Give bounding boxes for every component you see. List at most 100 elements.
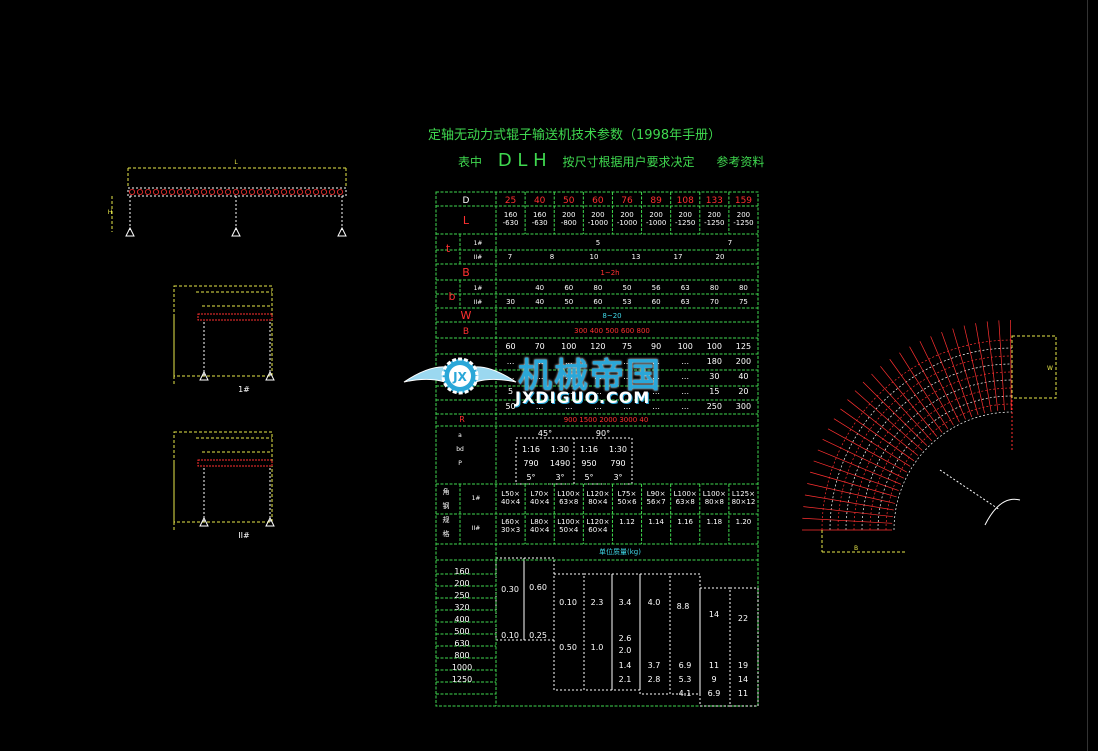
block-value: 250 (707, 402, 722, 411)
mass-value: 19 (738, 661, 748, 670)
radial-roller (807, 483, 896, 504)
block-value: ... (594, 387, 602, 396)
block-value: ... (594, 357, 602, 366)
mass-value: 0.50 (559, 643, 577, 652)
diameter-value: 40 (534, 196, 546, 206)
roller (216, 188, 223, 195)
bracket-label: 角 (443, 487, 450, 496)
roller (176, 188, 183, 195)
block-value: ... (565, 402, 573, 411)
radial-roller (817, 449, 902, 485)
sub-label-1: 1# (472, 495, 481, 502)
mass-value: 11 (709, 661, 719, 670)
roller (296, 188, 303, 195)
cell-line: L50× (501, 490, 520, 498)
roller (328, 188, 335, 195)
b-value: 53 (623, 298, 632, 306)
block-value: ... (681, 372, 689, 381)
diameter-value: 60 (592, 196, 604, 206)
row-label-L: L (463, 214, 470, 227)
mass-value: 0.10 (559, 598, 577, 607)
logo-badge-text: JX (452, 370, 467, 384)
b-value: 40 (535, 298, 544, 306)
cell-line: 1.20 (736, 518, 752, 526)
bracket-spec: L80×40×4 (530, 518, 550, 534)
length-value: 800 (454, 651, 469, 660)
cell-line: 200 (679, 211, 692, 219)
bracket-label: 钢 (443, 501, 450, 510)
mass-value: 6.9 (679, 661, 692, 670)
cell-line: 200 (562, 211, 575, 219)
roller-bar (197, 459, 273, 467)
cell-line: 80×12 (732, 498, 756, 506)
length-range: 200-1000 (588, 211, 608, 227)
t-value: 13 (632, 253, 641, 261)
table-border (435, 191, 759, 707)
radial-roller (975, 323, 992, 412)
roller (312, 188, 319, 195)
watermark-cn: 机械帝国 (518, 356, 662, 396)
roller (144, 188, 151, 195)
angle-value: 5° (526, 473, 535, 482)
bracket-spec: L75×50×6 (617, 490, 637, 506)
bracket-spec: L125×80×12 (732, 490, 756, 506)
length-value: 400 (454, 615, 469, 624)
roller (152, 188, 159, 195)
b-value: 80 (710, 284, 719, 292)
cell-line: L100× (557, 518, 580, 526)
length-range: 200-1000 (617, 211, 637, 227)
block-value: 75 (622, 342, 632, 351)
diameter-value: 108 (677, 196, 694, 206)
block-value: 70 (535, 342, 545, 351)
b-value: 60 (593, 298, 602, 306)
roller (264, 188, 271, 195)
section-view-label: II# (238, 531, 250, 540)
cell-line: 63×8 (559, 498, 578, 506)
radial-roller (986, 321, 999, 411)
cell-line: 1.14 (648, 518, 664, 526)
angle-value: 3° (555, 473, 564, 482)
block-value: ... (652, 372, 660, 381)
block-value: 100 (707, 342, 722, 351)
block-value: 40 (738, 372, 748, 381)
length-range: 200-1250 (675, 211, 695, 227)
height-label: H (108, 209, 113, 216)
diameter-value: 159 (735, 196, 752, 206)
row-label-R: R (459, 415, 465, 424)
block-value: ... (623, 402, 631, 411)
bracket-label: 格 (443, 529, 450, 538)
roller (272, 188, 279, 195)
block-value: 15 (709, 387, 719, 396)
row-label-B2: B (463, 327, 469, 337)
cell-line: L100× (557, 490, 580, 498)
bracket-spec: 1.12 (619, 518, 635, 526)
cell-line: 1.12 (619, 518, 635, 526)
diameter-value: 50 (563, 196, 575, 206)
radius-line (939, 469, 1001, 511)
cell-line: L80× (530, 518, 549, 526)
mass-value: 3.4 (619, 598, 632, 607)
curve-arc (893, 411, 1013, 531)
cell-line: L100× (674, 490, 697, 498)
foot-marker (231, 226, 241, 237)
cell-line: -800 (561, 219, 577, 227)
mass-value: 0.10 (501, 631, 519, 640)
row-label-b: b (449, 290, 456, 303)
block-value: ... (594, 372, 602, 381)
block-value: 90 (651, 342, 661, 351)
angle-value: 5° (584, 473, 593, 482)
angle-row-label: P (458, 460, 462, 467)
block-value: ... (652, 402, 660, 411)
drawing-subtitle: 表中 D L H 按尺寸根据用户要求决定 参考资料 (458, 150, 764, 171)
cell-line: 50×4 (559, 526, 579, 534)
diameter-value: 133 (706, 196, 723, 206)
row-label-D: D (463, 196, 470, 206)
mass-value: 5.3 (679, 675, 692, 684)
bracket-spec: 1.18 (707, 518, 723, 526)
cell-line: L75× (618, 490, 637, 498)
bracket-spec: L120×80×4 (586, 490, 609, 506)
b-value: 56 (652, 284, 661, 292)
mass-value: 2.0 (619, 646, 632, 655)
block-value: 300 (736, 402, 751, 411)
b-value: 50 (564, 298, 573, 306)
